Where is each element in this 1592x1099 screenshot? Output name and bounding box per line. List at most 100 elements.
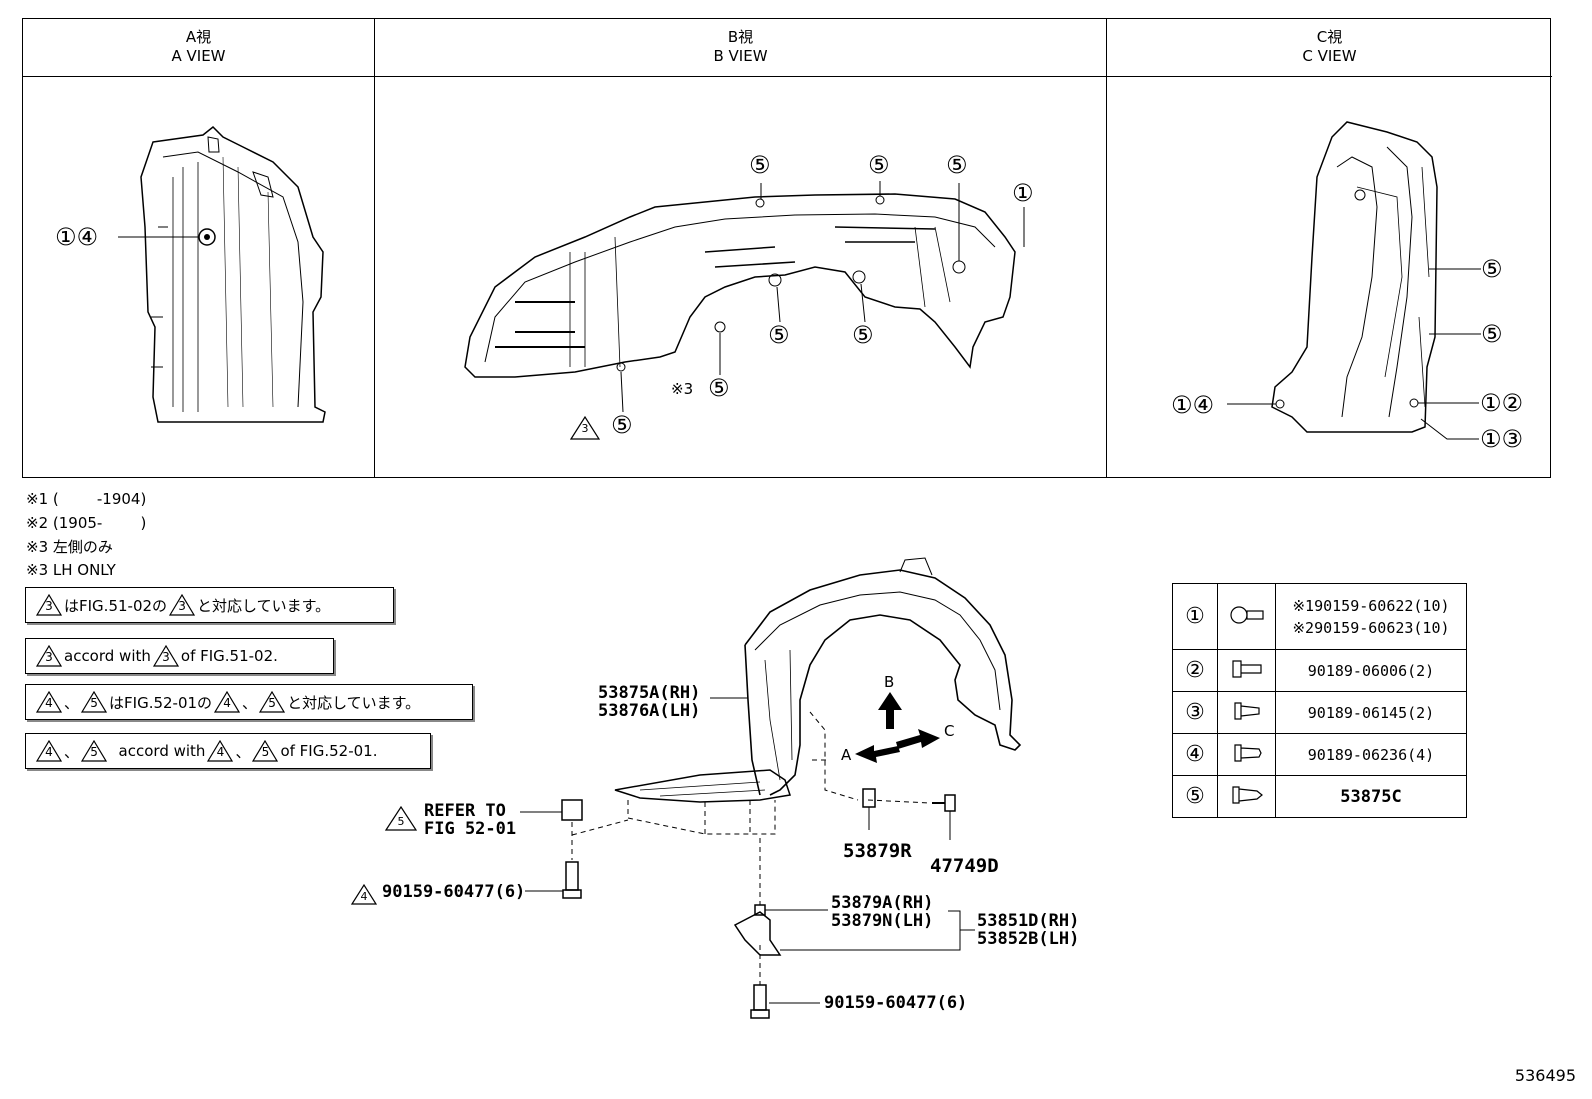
- note-1: ※1 ( -1904): [26, 490, 147, 508]
- legend-row: ⑤ 53875C: [1172, 775, 1467, 818]
- screw-47749d-label: 47749D: [930, 855, 999, 877]
- triangle-icon: 3: [36, 645, 62, 667]
- triangle-icon: 5: [252, 740, 279, 762]
- legend-num: ②: [1172, 649, 1218, 692]
- box-4-text-b: of FIG.52-01.: [280, 742, 378, 760]
- correspondence-box-1: 3 はFIG.51-02の 3 と対応しています。: [25, 587, 394, 623]
- box-1-text-b: と対応しています。: [197, 596, 331, 615]
- legend-row: ① ※190159-60622(10) ※290159-60623(10): [1172, 583, 1467, 650]
- a-view-title-jp: A視: [185, 28, 212, 46]
- b-view-note-3: ※3: [671, 380, 694, 398]
- c-view-liner-drawing: [1227, 121, 1481, 440]
- legend-num: ④: [1172, 733, 1218, 776]
- legend-part-number: 53875C: [1275, 775, 1467, 818]
- legend-part-number: 90189-06145(2): [1275, 691, 1467, 734]
- clip-icon: [1217, 733, 1276, 776]
- triangle-icon: 4: [214, 691, 241, 713]
- b-view-callout-5-e: ⑤: [852, 321, 874, 349]
- box-3-text-a: はFIG.52-01の: [109, 693, 213, 712]
- c-view-callout-13: ①③: [1480, 425, 1524, 453]
- c-view-callout-5-b: ⑤: [1481, 320, 1503, 348]
- screw-icon: [1217, 583, 1276, 650]
- a-view-panel: A視 A VIEW ①④: [23, 19, 374, 477]
- legend-row: ② 90189-06006(2): [1172, 649, 1467, 692]
- liner-rh-label: 53875A(RH): [598, 683, 701, 703]
- box-2-text-b: of FIG.51-02.: [180, 647, 278, 665]
- legend-part-number: ※190159-60622(10) ※290159-60623(10): [1275, 583, 1467, 650]
- view-arrow-b-label: B: [884, 673, 895, 691]
- box-3-sep-2: 、: [242, 693, 258, 712]
- c-view-header: C視 C VIEW: [1107, 19, 1552, 77]
- c-view-callout-12: ①②: [1480, 389, 1524, 417]
- b-view-callout-1: ①: [1012, 179, 1034, 207]
- legend-num: ⑤: [1172, 775, 1218, 818]
- c-view-panel: C視 C VIEW ⑤ ⑤ ①④ ①② ①③: [1106, 19, 1552, 477]
- refer-triangle-num: 5: [397, 815, 405, 828]
- note-3-jp: ※3 左側のみ: [26, 538, 113, 556]
- b-view-triangle-3: 3: [581, 422, 589, 435]
- clip-53879a-label: 53879A(RH): [831, 893, 934, 913]
- refer-fig-label: FIG 52-01: [424, 819, 517, 839]
- a-view-callout-14: ①④: [55, 223, 99, 251]
- b-view-title-en: B VIEW: [713, 47, 768, 65]
- b-view-header: B視 B VIEW: [375, 19, 1106, 77]
- b-view-callout-5-a: ⑤: [749, 151, 771, 179]
- fastener-legend-table: ① ※190159-60622(10) ※290159-60623(10) ② …: [1172, 583, 1467, 818]
- a-view-header: A視 A VIEW: [23, 19, 374, 77]
- legend-pn-2: ※290159-60623(10): [1292, 618, 1450, 637]
- b-view-callout-5-f: ⑤: [708, 374, 730, 402]
- triangle-icon: 4: [36, 691, 62, 713]
- b-view-panel: B視 B VIEW: [374, 19, 1106, 477]
- box-4-text-a: accord with: [109, 742, 206, 760]
- legend-num: ①: [1172, 583, 1218, 650]
- legend-row: ④ 90189-06236(4): [1172, 733, 1467, 776]
- c-view-title-en: C VIEW: [1302, 47, 1357, 65]
- triangle-icon: 4: [36, 740, 62, 762]
- view-arrow-c-label: C: [944, 722, 955, 740]
- correspondence-box-3: 4 、 5 はFIG.52-01の 4 、 5 と対応しています。: [25, 684, 473, 720]
- box-4-sep: 、: [64, 742, 80, 761]
- triangle-icon: 3: [169, 594, 196, 616]
- c-view-drawing: ⑤ ⑤ ①④ ①② ①③: [1107, 77, 1552, 477]
- view-arrow-a-label: A: [841, 746, 852, 764]
- b-view-callout-5-g: ⑤: [611, 411, 633, 439]
- clip-53879n-label: 53879N(LH): [831, 911, 934, 931]
- clip-53879r-label: 53879R: [843, 840, 912, 862]
- b-view-liner-drawing: [464, 181, 1025, 440]
- a-view-liner-drawing: [118, 125, 326, 423]
- box-2-text-a: accord with: [64, 647, 151, 665]
- legend-num: ③: [1172, 691, 1218, 734]
- refer-to-label: REFER TO: [424, 801, 506, 821]
- a-view-drawing: ①④: [23, 77, 374, 477]
- triangle-icon: 3: [152, 645, 179, 667]
- legend-part-number: 90189-06006(2): [1275, 649, 1467, 692]
- note-3-en: ※3 LH ONLY: [26, 561, 116, 579]
- views-frame: A視 A VIEW ①④ B視 B VIEW: [22, 18, 1552, 478]
- box-3-text-b: と対応しています。: [287, 693, 421, 712]
- clip-icon: [1217, 775, 1276, 818]
- triangle-icon: 5: [259, 691, 286, 713]
- correspondence-box-4: 4 、 5 accord with 4 、 5 of FIG.52-01.: [25, 733, 431, 769]
- bracket-53851d-label: 53851D(RH): [977, 911, 1080, 931]
- box-3-sep: 、: [64, 693, 80, 712]
- c-view-title-jp: C視: [1316, 28, 1343, 46]
- liner-lh-label: 53876A(LH): [598, 701, 701, 721]
- b-view-callout-5-c: ⑤: [946, 151, 968, 179]
- triangle-icon: 5: [81, 691, 108, 713]
- clip-icon: [1217, 691, 1276, 734]
- screw-top-label: 90159-60477(6): [382, 882, 526, 902]
- note-2: ※2 (1905- ): [26, 514, 147, 532]
- screw-triangle-num: 4: [360, 890, 368, 903]
- legend-pn-1: ※190159-60622(10): [1292, 596, 1450, 615]
- a-view-title-en: A VIEW: [171, 47, 226, 65]
- b-view-title-jp: B視: [727, 28, 754, 46]
- b-view-callout-5-d: ⑤: [768, 321, 790, 349]
- box-4-sep-2: 、: [235, 742, 251, 761]
- bracket-53852b-label: 53852B(LH): [977, 929, 1080, 949]
- c-view-callout-5-a: ⑤: [1481, 255, 1503, 283]
- triangle-icon: 4: [207, 740, 234, 762]
- triangle-icon: 3: [36, 594, 62, 616]
- b-view-callout-5-b: ⑤: [868, 151, 890, 179]
- legend-row: ③ 90189-06145(2): [1172, 691, 1467, 734]
